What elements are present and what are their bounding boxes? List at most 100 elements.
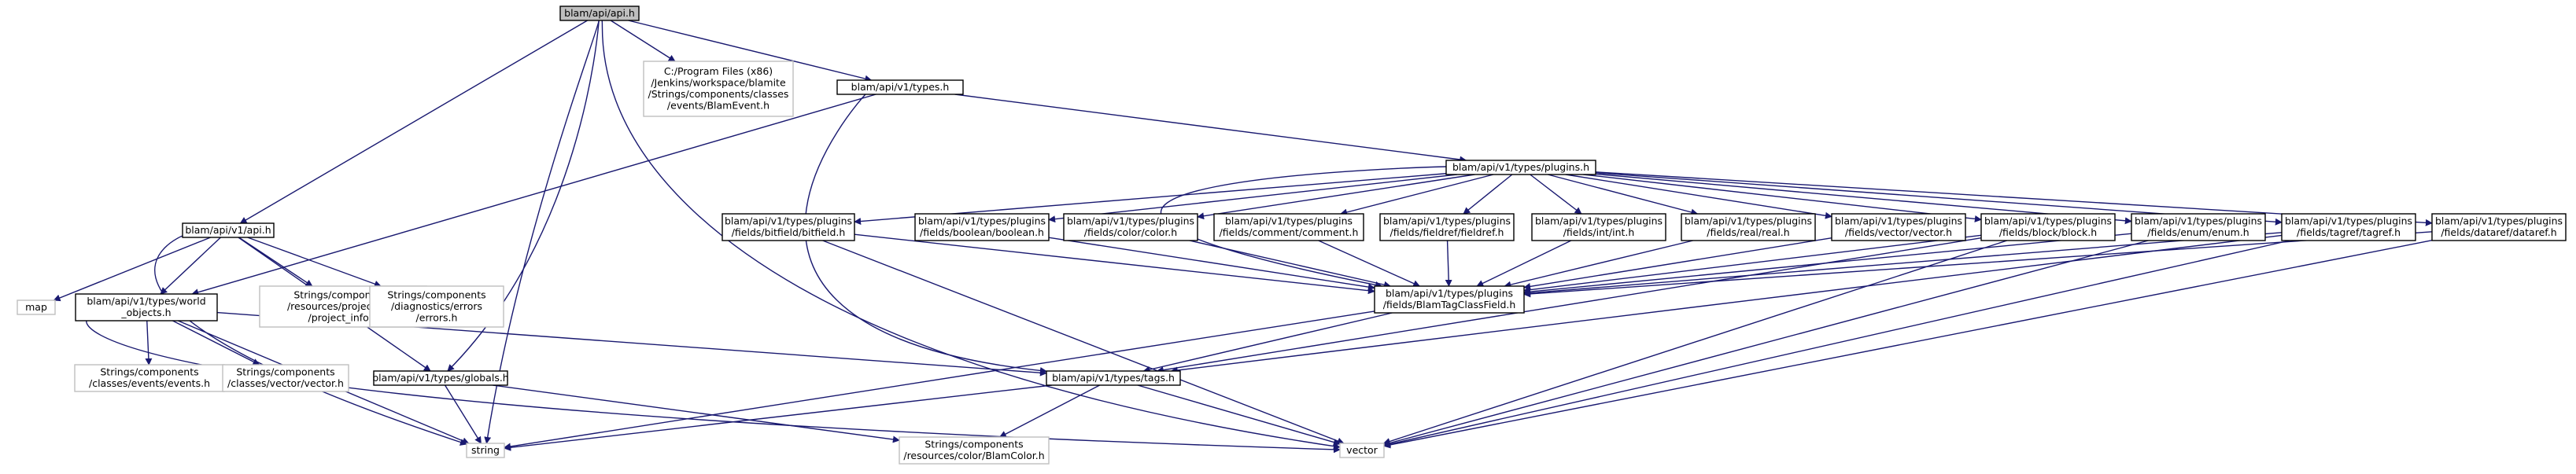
node-label-line: blam/api/v1/types/plugins xyxy=(1225,215,1353,227)
node-v1-api-h[interactable]: blam/api/v1/api.h xyxy=(182,222,275,238)
include-edge-plugins_h-to-int_h xyxy=(1530,174,1582,215)
node-label-line: /fields/BlamTagClassField.h xyxy=(1383,299,1516,310)
node-layer: blam/api/api.hC:/Program Files (x86)/Jen… xyxy=(17,6,2567,465)
node-block-h[interactable]: blam/api/v1/types/plugins/fields/block/b… xyxy=(1980,213,2116,241)
node-box xyxy=(559,6,640,21)
node-label-line: /diagnostics/errors xyxy=(391,300,482,312)
node-label-line: blam/api/api.h xyxy=(564,7,635,19)
include-edge-api_h-to-vector xyxy=(601,20,1341,450)
node-blam-tag-class-field[interactable]: blam/api/v1/types/plugins/fields/BlamTag… xyxy=(1374,285,1525,314)
node-box xyxy=(75,293,218,322)
node-label-line: vector xyxy=(1346,444,1378,456)
node-label-line: blam/api/v1/api.h xyxy=(185,224,271,236)
include-edge-plugins_h-to-blam_tag_class_field xyxy=(1160,166,1447,288)
include-edge-v1_api_h-to-project_info xyxy=(238,237,313,287)
include-edge-enum_h-to-vector xyxy=(1383,240,2149,446)
node-fieldref-h[interactable]: blam/api/v1/types/plugins/fields/fieldre… xyxy=(1379,213,1515,241)
node-box xyxy=(1831,213,1966,241)
node-label-line: string xyxy=(471,444,500,456)
node-int-h[interactable]: blam/api/v1/types/plugins/fields/int/int… xyxy=(1531,213,1666,241)
include-edge-v1_api_h-to-world_objects xyxy=(160,237,221,295)
node-box xyxy=(17,299,56,315)
node-box xyxy=(466,443,505,458)
node-world-objects[interactable]: blam/api/v1/types/world_objects.h xyxy=(75,293,218,322)
node-label-line: /fields/vector/vector.h xyxy=(1845,226,1952,238)
include-edge-vector_field_h-to-blam_tag_class_field xyxy=(1523,237,1832,290)
node-label-line: /fields/enum/enum.h xyxy=(2147,226,2249,238)
node-globals-h[interactable]: blam/api/v1/types/globals.h xyxy=(372,370,509,386)
include-edge-api_h-to-string xyxy=(484,20,600,444)
node-api-h[interactable]: blam/api/api.h xyxy=(559,6,640,21)
node-box xyxy=(836,79,964,95)
node-tags-h[interactable]: blam/api/v1/types/tags.h xyxy=(1046,370,1181,386)
include-edge-bitfield_h-to-blam_tag_class_field xyxy=(854,233,1375,295)
node-label-line: /fields/boolean/boolean.h xyxy=(920,226,1044,238)
node-box xyxy=(1445,160,1596,175)
node-label-line: blam/api/v1/types/plugins xyxy=(2285,215,2412,227)
node-dataref-h[interactable]: blam/api/v1/types/plugins/fields/dataref… xyxy=(2431,213,2567,241)
include-edge-plugins_h-to-block_h xyxy=(1583,174,1982,222)
node-label-line: /errors.h xyxy=(416,311,458,323)
node-label-line: /fields/int/int.h xyxy=(1563,226,1635,238)
node-label-line: blam/api/v1/types/world xyxy=(87,296,205,307)
include-edge-tagref_h-to-tags_h xyxy=(1170,234,2283,374)
node-label-line: blam/api/v1/types/plugins xyxy=(1835,215,1962,227)
node-label-line: blam/api/v1/types/tags.h xyxy=(1052,372,1175,384)
node-tagref-h[interactable]: blam/api/v1/types/plugins/fields/tagref/… xyxy=(2281,213,2416,241)
include-edge-world_objects-to-events_h xyxy=(145,320,153,366)
node-label-line: blam/api/v1/types/plugins xyxy=(1984,215,2112,227)
node-label-line: Strings/components xyxy=(387,288,485,300)
include-edge-color_h-to-blam_tag_class_field xyxy=(1189,240,1392,288)
include-edge-dataref_h-to-vector xyxy=(1383,240,2433,449)
node-label-line: /fields/block/block.h xyxy=(1999,226,2097,238)
node-map: map xyxy=(17,299,56,315)
node-bitfield-h[interactable]: blam/api/v1/types/plugins/fields/bitfiel… xyxy=(722,213,855,241)
node-box xyxy=(2131,213,2266,241)
include-edge-plugins_h-to-comment_h xyxy=(1340,174,1494,216)
node-label-line: Strings/components xyxy=(293,288,392,300)
node-box xyxy=(2281,213,2416,241)
node-label-line: blam/api/v1/types/plugins xyxy=(2435,215,2563,227)
node-enum-h[interactable]: blam/api/v1/types/plugins/fields/enum/en… xyxy=(2131,213,2266,241)
node-box xyxy=(1046,370,1181,386)
node-box xyxy=(373,370,508,386)
include-edge-plugins_h-to-vector_field_h xyxy=(1565,174,1832,219)
node-boolean-h[interactable]: blam/api/v1/types/plugins/fields/boolean… xyxy=(914,213,1050,241)
include-edge-plugins_h-to-fieldref_h xyxy=(1463,174,1513,215)
include-edge-types_h-to-plugins_h xyxy=(954,94,1467,164)
include-edge-block_h-to-blam_tag_class_field xyxy=(1523,234,1982,294)
node-label-line: blam/api/v1/types/plugins xyxy=(1067,215,1194,227)
include-edge-boolean_h-to-blam_tag_class_field xyxy=(1048,237,1375,291)
node-vector-field-h[interactable]: blam/api/v1/types/plugins/fields/vector/… xyxy=(1831,213,1966,241)
node-label-line: /project_info.h xyxy=(308,311,378,323)
node-label-line: Strings/components xyxy=(924,439,1023,450)
include-edge-tags_h-to-string xyxy=(504,384,1053,451)
node-box xyxy=(1980,213,2116,241)
node-label-line: blam/api/v1/types/plugins.h xyxy=(1452,161,1589,173)
node-color-h[interactable]: blam/api/v1/types/plugins/fields/color/c… xyxy=(1063,213,1198,241)
include-edge-block_h-to-vector xyxy=(1382,240,2008,445)
node-types-h[interactable]: blam/api/v1/types.h xyxy=(836,79,964,95)
node-label-line: blam/api/v1/types/plugins xyxy=(1386,288,1513,299)
node-real-h[interactable]: blam/api/v1/types/plugins/fields/real/re… xyxy=(1681,213,1816,241)
node-errors-h: Strings/components/diagnostics/errors/er… xyxy=(369,285,504,328)
include-edge-types_h-to-world_objects xyxy=(191,94,877,296)
node-label-line: blam/api/v1/types/plugins xyxy=(918,215,1046,227)
node-box xyxy=(182,222,275,238)
include-edge-api_h-to-types_h xyxy=(628,20,873,83)
node-label-line: /fields/tagref/tagref.h xyxy=(2297,226,2401,238)
node-label-line: /classes/vector/vector.h xyxy=(227,377,344,389)
node-box xyxy=(1681,213,1816,241)
include-edge-bitfield_h-to-vector xyxy=(822,240,1345,445)
node-box xyxy=(899,436,1050,465)
node-label-line: blam/api/v1/types.h xyxy=(851,81,950,93)
node-box xyxy=(1379,213,1515,241)
include-edge-blam_tag_class_field-to-tags_h xyxy=(1142,312,1393,373)
node-box xyxy=(222,364,349,392)
node-label-line: /Jenkins/workspace/blamite xyxy=(651,77,786,89)
include-edge-api_h-to-blam_event xyxy=(610,20,676,62)
node-label-line: blam/api/v1/types/plugins xyxy=(1383,215,1511,227)
include-edge-world_objects-to-vector_class_h xyxy=(172,320,260,366)
node-comment-h[interactable]: blam/api/v1/types/plugins/fields/comment… xyxy=(1213,213,1364,241)
node-plugins-h[interactable]: blam/api/v1/types/plugins.h xyxy=(1445,160,1596,175)
